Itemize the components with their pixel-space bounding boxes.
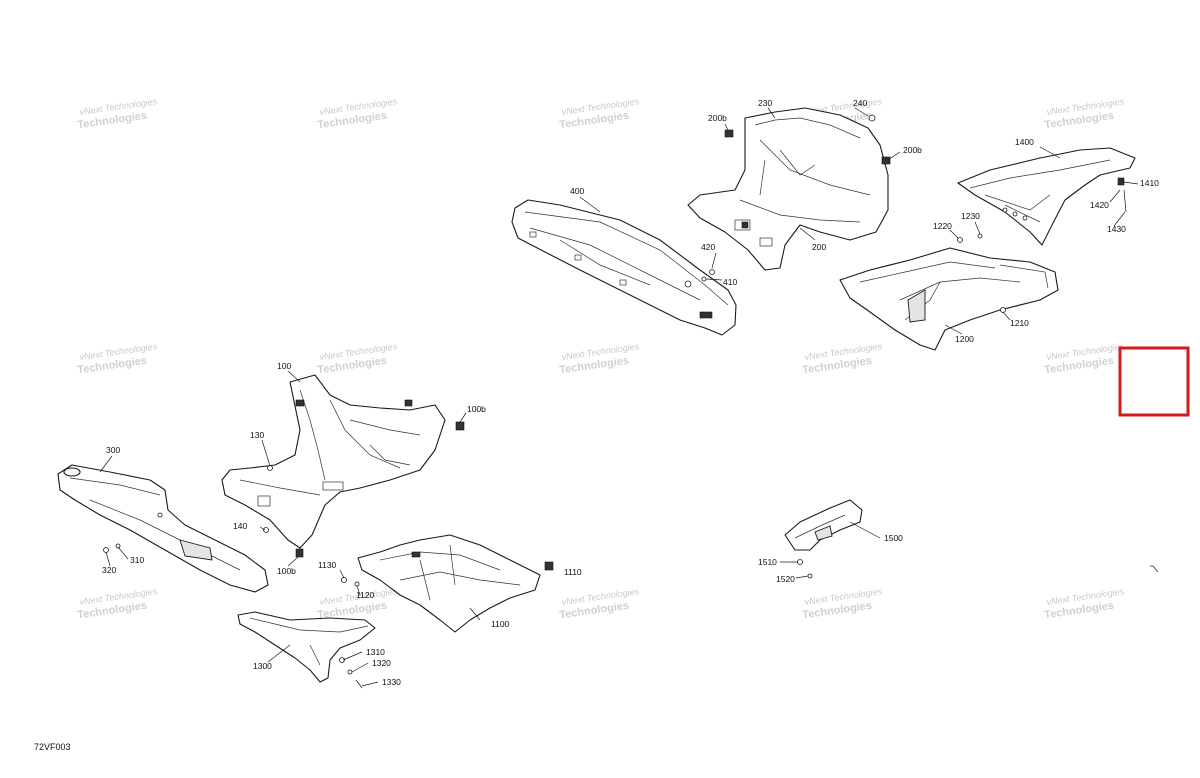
leader-lines	[99, 107, 1159, 687]
part-200-upper-console[interactable]	[687, 107, 889, 271]
callout-1420[interactable]: 1420	[1090, 200, 1109, 210]
fastener-310[interactable]	[115, 543, 121, 549]
part-400-side-rail[interactable]	[511, 199, 737, 336]
callout-1410[interactable]: 1410	[1140, 178, 1159, 188]
part-300-left-side-panel[interactable]	[57, 464, 269, 593]
callout-1130[interactable]: 1130	[318, 560, 337, 570]
callout-1210[interactable]: 1210	[1010, 318, 1029, 328]
clip-1410[interactable]	[1117, 177, 1125, 186]
part-1500-bracket[interactable]	[784, 499, 863, 551]
clip-1110[interactable]	[544, 561, 554, 571]
callout-1100[interactable]: 1100	[491, 619, 510, 629]
callout-1310[interactable]: 1310	[366, 647, 385, 657]
clip-100b-bottom[interactable]	[295, 548, 304, 558]
fastener-410[interactable]	[701, 276, 707, 282]
part-1200-floor-panel[interactable]	[839, 247, 1059, 351]
callout-300[interactable]: 300	[106, 445, 120, 455]
callout-200b-right[interactable]: 200b	[903, 145, 922, 155]
fastener-1220[interactable]	[957, 237, 963, 243]
callout-1230[interactable]: 1230	[961, 211, 980, 221]
callout-200b-left[interactable]: 200b	[708, 113, 727, 123]
part-100-main-floor[interactable]	[221, 374, 446, 549]
callout-1220[interactable]: 1220	[933, 221, 952, 231]
clip-200b-right[interactable]	[881, 156, 891, 165]
callout-100b-top[interactable]: 100b	[467, 404, 486, 414]
callout-1320[interactable]: 1320	[372, 658, 391, 668]
callout-1510[interactable]: 1510	[758, 557, 777, 567]
callout-1200[interactable]: 1200	[955, 334, 974, 344]
callout-1500[interactable]: 1500	[884, 533, 903, 543]
fastener-1520[interactable]	[807, 573, 813, 579]
callout-100b-bottom[interactable]: 100b	[277, 566, 296, 576]
callout-320[interactable]: 320	[102, 565, 116, 575]
callout-400[interactable]: 400	[570, 186, 584, 196]
callout-1430[interactable]: 1430	[1107, 224, 1126, 234]
callout-1300[interactable]: 1300	[253, 661, 272, 671]
callout-240[interactable]: 240	[853, 98, 867, 108]
fastener-1120[interactable]	[354, 581, 360, 587]
callout-1330[interactable]: 1330	[382, 677, 401, 687]
screw-1430[interactable]	[1123, 189, 1127, 213]
fastener-1130[interactable]	[341, 577, 347, 583]
screw-1330[interactable]	[355, 679, 363, 689]
callout-100[interactable]: 100	[277, 361, 291, 371]
fastener-140[interactable]	[263, 527, 269, 533]
fastener-320[interactable]	[103, 547, 109, 553]
callout-420[interactable]: 420	[701, 242, 715, 252]
callout-140[interactable]: 140	[233, 521, 247, 531]
part-1100-lower-panel[interactable]	[357, 534, 541, 633]
callout-1400[interactable]: 1400	[1015, 137, 1034, 147]
fastener-1230[interactable]	[977, 233, 983, 239]
part-1300-lower-guard[interactable]	[237, 611, 376, 683]
fastener-1320[interactable]	[347, 669, 353, 675]
callout-130[interactable]: 130	[250, 430, 264, 440]
clip-200b-left[interactable]	[724, 129, 734, 138]
callout-410[interactable]: 410	[723, 277, 737, 287]
fastener-1310[interactable]	[339, 657, 345, 663]
callout-200[interactable]: 200	[812, 242, 826, 252]
clip-100b-top[interactable]	[455, 421, 465, 431]
diagram-reference-code: 72VF003	[34, 742, 71, 752]
fastener-130[interactable]	[267, 465, 273, 471]
callout-310[interactable]: 310	[130, 555, 144, 565]
fastener-420[interactable]	[709, 269, 715, 275]
fastener-240[interactable]	[868, 114, 876, 122]
part-1400-upper-panel[interactable]	[957, 147, 1136, 246]
callout-1110[interactable]: 1110	[564, 567, 582, 577]
callout-1520[interactable]: 1520	[776, 574, 795, 584]
callout-230[interactable]: 230	[758, 98, 772, 108]
callout-1120[interactable]: 1120	[356, 590, 375, 600]
fastener-1210[interactable]	[1000, 307, 1006, 313]
callout-labels: 400 420 410 200b 230 240 200b 200 1400 1…	[102, 98, 1159, 687]
selection-highlight-box[interactable]	[1118, 346, 1190, 417]
fastener-1510[interactable]	[797, 559, 803, 565]
